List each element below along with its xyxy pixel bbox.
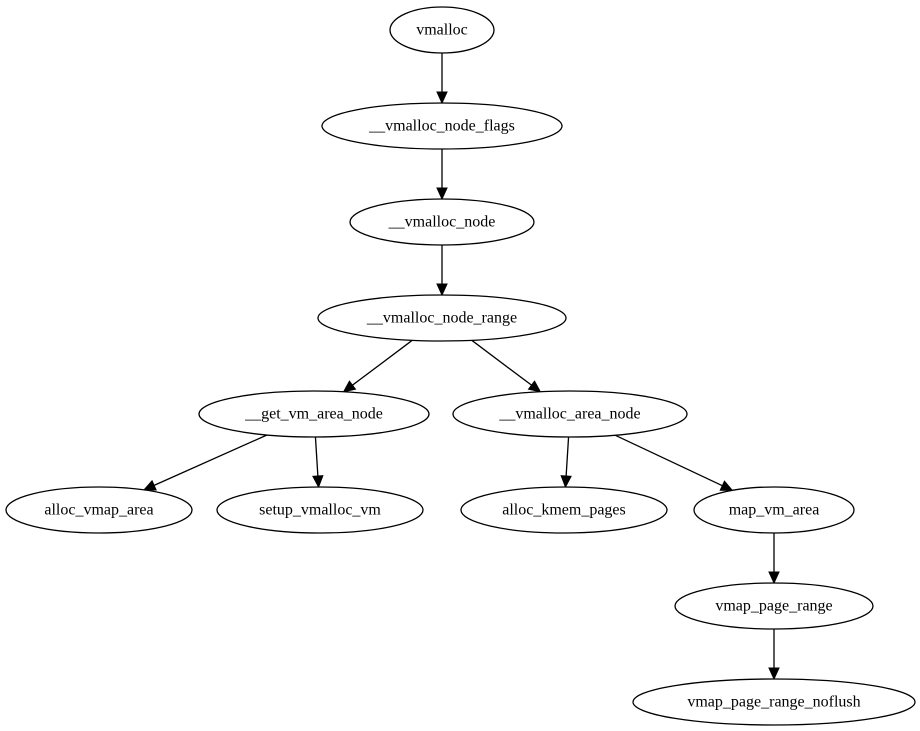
edge-line [352,339,413,386]
arrowhead [768,667,780,681]
node-ellipse [460,486,668,534]
arrowhead [719,480,734,491]
node-ellipse [693,486,855,534]
node-setup-vmalloc-vm: setup_vmalloc_vm [216,486,424,534]
node-label: vmalloc [416,22,468,39]
node-label: __vmalloc_node_flags [368,118,515,135]
node-label: __vmalloc_area_node [498,406,640,423]
edge-vmalloc_node_range-to-vmalloc_area_node [471,339,542,393]
node-vmalloc: vmalloc [389,6,495,54]
edge-vmalloc_area_node-to-alloc_kmem_pages [560,436,572,489]
edges-layer [142,53,780,681]
arrowhead [342,380,357,393]
edge-line [614,434,723,487]
arrowhead [527,380,542,393]
node-ellipse [349,198,535,246]
nodes-layer: vmalloc __vmalloc_node_flags __vmalloc_nod… [5,6,916,726]
node-label: alloc_kmem_pages [502,502,626,519]
arrowhead [436,283,448,297]
arrowhead [312,475,324,489]
node-get-vm-area-node: __get_vm_area_node [198,390,430,438]
node-label: alloc_vmap_area [44,502,153,519]
node-ellipse [321,102,563,150]
edge-vmalloc_node_range-to-get_vm_area_node [342,339,413,393]
node-ellipse [216,486,424,534]
node-label: __vmalloc_node [388,214,496,231]
node-ellipse [317,294,567,342]
arrowhead [560,475,572,489]
arrowhead [436,91,448,105]
node-label: __get_vm_area_node [244,406,383,423]
edge-vmalloc_node_flags-to-vmalloc_node [436,149,448,201]
node-vmalloc-node-range: __vmalloc_node_range [317,294,567,342]
edge-line [565,436,570,477]
node-ellipse [389,6,495,54]
arrowhead [142,479,157,491]
node-ellipse [452,390,688,438]
edge-get_vm_area_node-to-alloc_vmap_area [142,434,268,491]
node-vmap-page-range-noflush: vmap_page_range_noflush [632,678,916,726]
node-ellipse [5,486,193,534]
node-ellipse [632,678,916,726]
edge-vmalloc_area_node-to-map_vm_area [614,434,734,491]
node-label: vmap_page_range_noflush [687,694,860,711]
node-alloc-vmap-area: alloc_vmap_area [5,486,193,534]
node-vmalloc-area-node: __vmalloc_area_node [452,390,688,438]
edge-vmalloc_node-to-vmalloc_node_range [436,245,448,297]
node-label: setup_vmalloc_vm [259,502,381,519]
edge-line [471,339,532,386]
edge-map_vm_area-to-vmap_page_range [768,533,780,585]
node-label: __vmalloc_node_range [366,310,517,327]
node-vmalloc-node-flags: __vmalloc_node_flags [321,102,563,150]
node-map-vm-area: map_vm_area [693,486,855,534]
arrowhead [768,571,780,585]
node-vmalloc-node: __vmalloc_node [349,198,535,246]
arrowhead [436,187,448,201]
node-ellipse [674,582,874,630]
node-label: map_vm_area [729,502,820,519]
node-vmap-page-range: vmap_page_range [674,582,874,630]
node-alloc-kmem-pages: alloc_kmem_pages [460,486,668,534]
edge-get_vm_area_node-to-setup_vmalloc_vm [312,436,324,489]
edge-vmalloc-to-vmalloc_node_flags [436,53,448,105]
node-label: vmap_page_range [715,598,832,615]
node-ellipse [198,390,430,438]
edge-vmap_page_range-to-vmap_page_range_noflush [768,629,780,681]
edge-line [314,436,319,477]
edge-line [153,434,268,486]
